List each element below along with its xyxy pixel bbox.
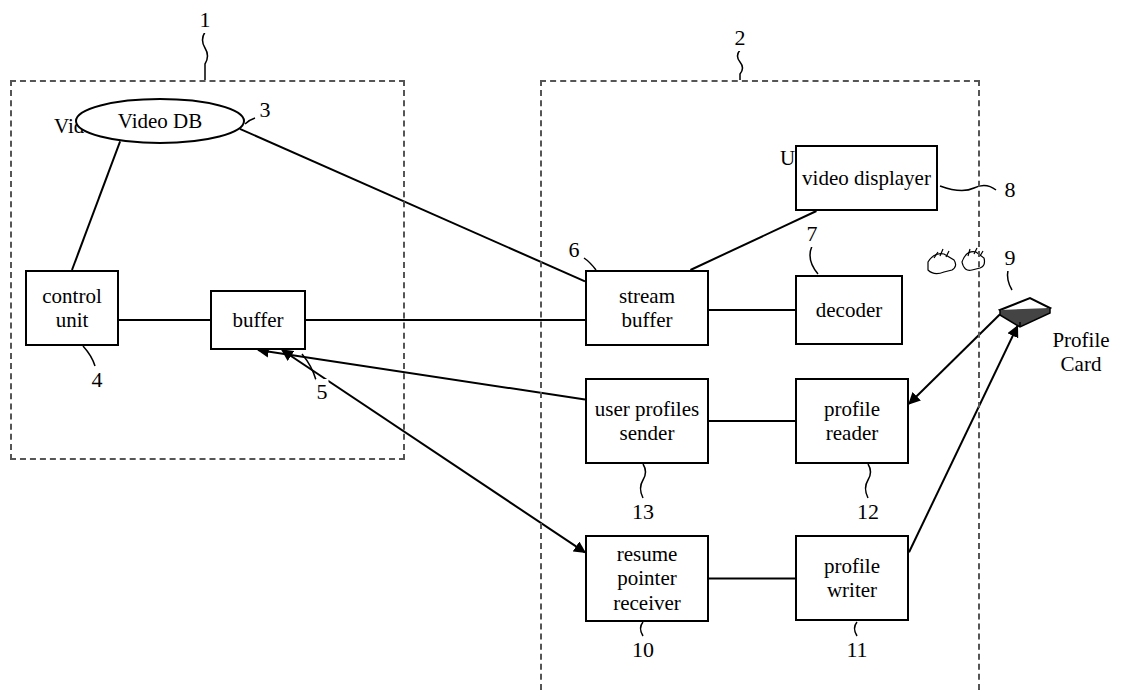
callout-number: 2 — [734, 25, 747, 51]
card-symbol — [996, 292, 1054, 332]
node-label: resume pointer receiver — [591, 542, 703, 614]
hands-icon — [928, 248, 985, 274]
callout-number: 12 — [856, 499, 880, 525]
card-label: Profile Card — [1044, 328, 1118, 376]
process-box: profile writer — [795, 535, 909, 621]
process-box: video displayer — [795, 145, 938, 211]
connector — [240, 129, 585, 282]
node-label: buffer — [233, 308, 284, 332]
connector — [119, 319, 210, 321]
process-box: resume pointer receiver — [585, 535, 709, 622]
connector — [690, 211, 816, 270]
callout-number: 7 — [806, 221, 819, 247]
dashed-region: User Terminalvideo displayerstream buffe… — [540, 80, 980, 693]
callout-number: 3 — [259, 97, 272, 123]
callout-number: 10 — [631, 637, 655, 663]
callout-number: 6 — [568, 237, 581, 263]
connector — [709, 578, 795, 580]
connector — [258, 350, 585, 400]
node-label: Video DB — [118, 109, 202, 133]
callout-number: 5 — [316, 379, 329, 405]
callout-number: 8 — [1004, 177, 1017, 203]
connector — [72, 141, 120, 270]
node-label: profile writer — [801, 554, 903, 602]
callout-number: 13 — [631, 499, 655, 525]
connector — [909, 326, 1018, 552]
connector — [709, 309, 795, 311]
process-box: control unit — [25, 270, 119, 346]
profile-card: Profile Card — [990, 288, 1120, 374]
process-box: decoder — [795, 275, 903, 345]
node-label: stream buffer — [591, 284, 703, 332]
process-box: user profiles sender — [585, 378, 709, 464]
node-label: decoder — [816, 298, 882, 322]
callout-number: 9 — [1004, 245, 1017, 271]
dashed-region: Video ServerVideo DBcontrol unitbuffer — [10, 80, 405, 460]
process-box: buffer — [210, 290, 306, 350]
node-label: profile reader — [801, 397, 903, 445]
process-box: stream buffer — [585, 270, 709, 346]
connector — [306, 319, 585, 321]
node-label: user profiles sender — [591, 397, 703, 445]
node-label: control unit — [31, 284, 113, 332]
connector — [709, 420, 795, 422]
database-ellipse: Video DB — [75, 98, 245, 144]
callout-number: 4 — [91, 367, 104, 393]
node-label: video displayer — [802, 166, 931, 190]
callout-number: 11 — [845, 637, 868, 663]
callout-number: 1 — [199, 7, 212, 33]
process-box: profile reader — [795, 378, 909, 464]
